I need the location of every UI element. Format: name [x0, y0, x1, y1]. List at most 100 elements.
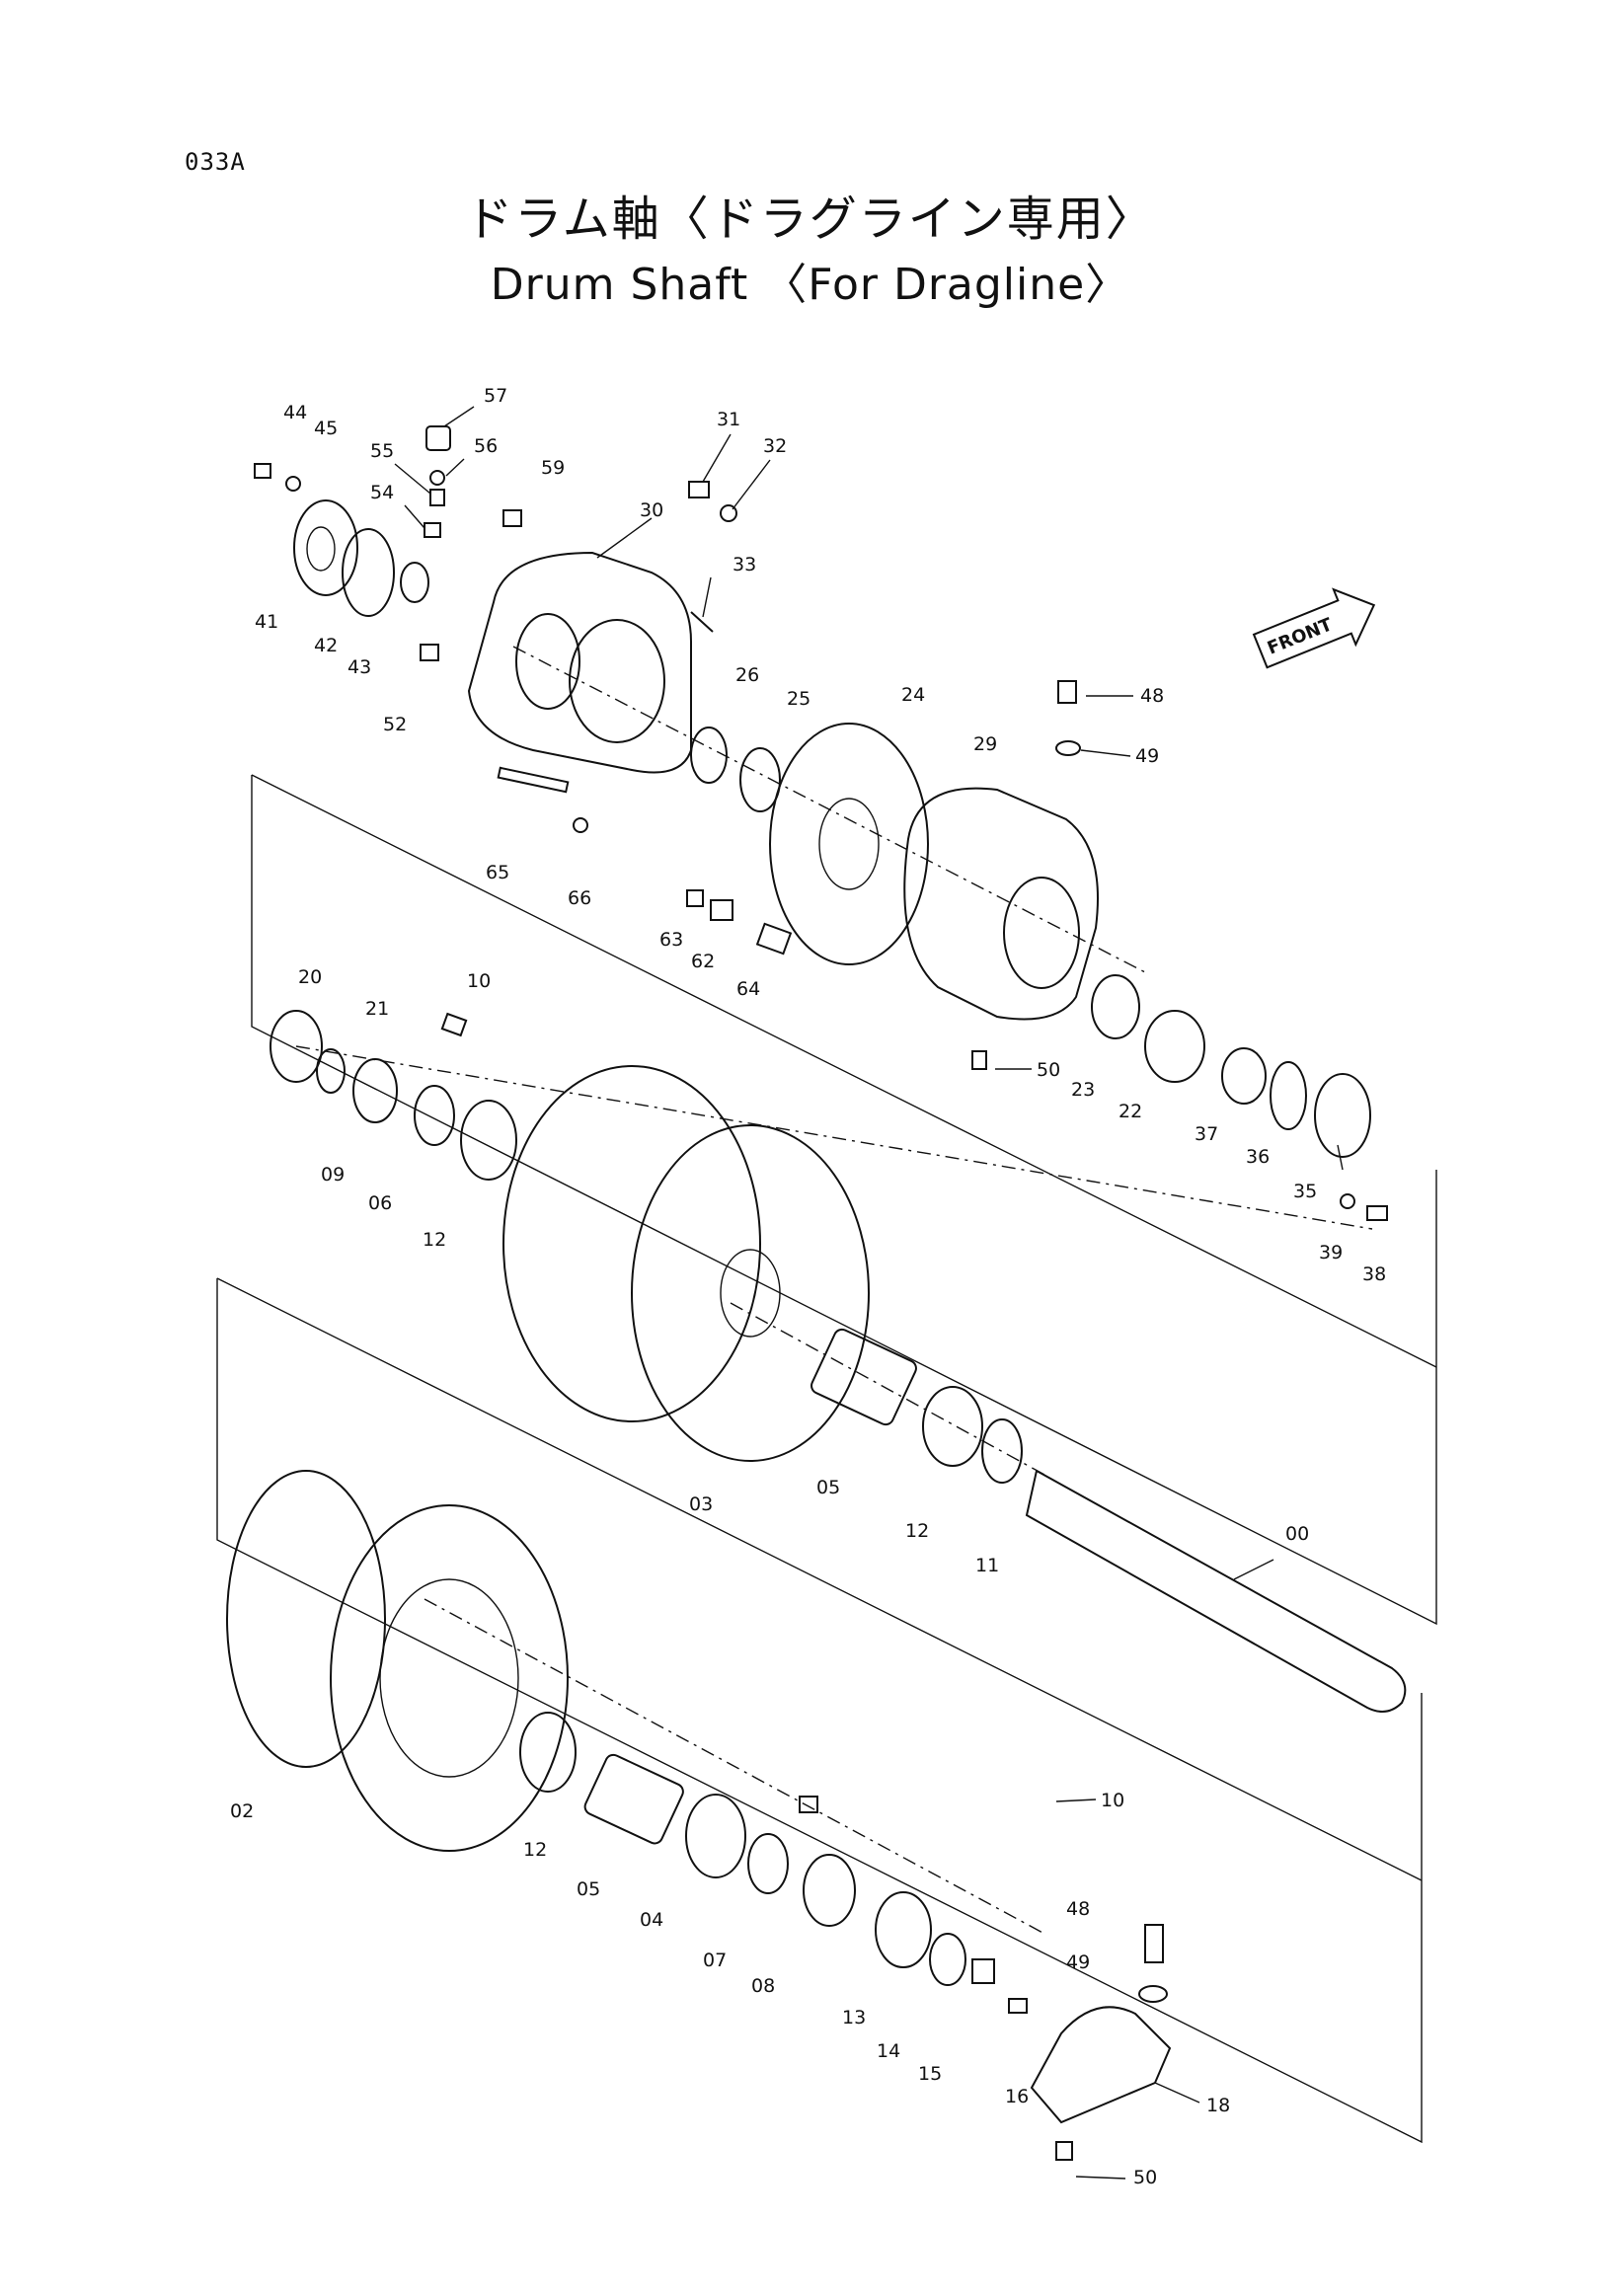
callout-20: 20 — [298, 966, 322, 988]
callout-41: 41 — [255, 611, 278, 633]
callout-54: 54 — [370, 482, 394, 503]
callout-49-lower: 49 — [1066, 1952, 1090, 1973]
callout-12-mid: 12 — [905, 1520, 929, 1542]
part-16-bolt — [1008, 1998, 1028, 2014]
title-japanese: ドラム軸〈ドラグライン専用〉 — [465, 191, 1155, 247]
callout-57: 57 — [484, 385, 507, 407]
part-05-sleeve-lower — [583, 1753, 684, 1845]
part-22-bearing — [1144, 1010, 1205, 1083]
cover-assembly — [254, 425, 1388, 1221]
callout-64: 64 — [736, 978, 760, 1000]
lower-drum-assembly — [226, 1470, 1172, 2161]
part-45-washer — [285, 476, 301, 492]
callout-13: 13 — [842, 2007, 866, 2028]
part-26-nut — [690, 727, 728, 784]
callout-10-upper: 10 — [467, 970, 491, 992]
ref-line-diagonal-2 — [216, 1277, 1423, 1881]
part-11-seal — [981, 1418, 1023, 1484]
part-39-washer — [1340, 1193, 1355, 1209]
front-direction-arrow: FRONT — [1252, 587, 1376, 669]
part-59-plug — [502, 509, 522, 527]
callout-43: 43 — [347, 656, 371, 678]
drum-assembly — [270, 1010, 1407, 1713]
axis-line-low — [424, 1598, 1047, 1936]
ref-line-upper-left — [251, 775, 1437, 1626]
part-48-bolt-upper — [1057, 680, 1077, 704]
callout-30: 30 — [640, 499, 663, 521]
callout-50-upper: 50 — [1037, 1059, 1060, 1081]
part-49-washer-upper — [1055, 740, 1081, 756]
callout-16: 16 — [1005, 2086, 1029, 2107]
callout-09: 09 — [321, 1164, 345, 1186]
title-english: Drum Shaft 〈For Dragline〉 — [490, 260, 1130, 310]
callout-59: 59 — [541, 457, 565, 479]
part-09-collar — [352, 1058, 398, 1123]
callout-45: 45 — [314, 418, 338, 439]
part-65-bolt — [497, 766, 570, 794]
callout-42: 42 — [314, 635, 338, 656]
callout-12-upper: 12 — [423, 1229, 446, 1251]
axis-line-shaft — [730, 1302, 1047, 1477]
part-52-plug — [420, 644, 439, 661]
part-04-bearing — [685, 1794, 746, 1878]
part-55-fitting — [429, 489, 445, 506]
part-49-washer-lower — [1138, 1985, 1168, 2003]
part-30-cover-housing — [467, 551, 692, 774]
part-37-seal — [1221, 1047, 1267, 1105]
callout-18: 18 — [1206, 2095, 1230, 2116]
part-50-nipple-upper — [971, 1050, 987, 1070]
part-21-snap-ring — [316, 1048, 346, 1094]
callout-25: 25 — [787, 688, 810, 710]
part-66-washer — [573, 817, 588, 833]
part-41-flange — [293, 499, 358, 596]
callout-63: 63 — [659, 929, 683, 951]
part-18-bracket — [1030, 2006, 1172, 2124]
part-38-bolt — [1366, 1205, 1388, 1221]
callout-12-lower: 12 — [523, 1839, 547, 1861]
callout-33: 33 — [733, 554, 756, 575]
part-10-grease-fitting-lower — [799, 1796, 818, 1813]
callout-49-upper: 49 — [1135, 745, 1159, 767]
part-36-snap-ring — [1270, 1061, 1307, 1130]
callout-50-lower: 50 — [1133, 2167, 1157, 2188]
callout-48-upper: 48 — [1140, 685, 1164, 707]
callout-08: 08 — [751, 1975, 775, 1997]
part-48-bolt-lower — [1144, 1924, 1164, 1963]
callout-05-upper: 05 — [816, 1477, 840, 1498]
callout-04: 04 — [640, 1909, 663, 1931]
part-24-gear-disc — [769, 723, 929, 965]
part-25-gear — [739, 747, 781, 812]
axis-line-mid — [295, 1045, 1373, 1230]
part-33-pin — [690, 611, 714, 633]
part-20-seal — [270, 1010, 323, 1083]
part-56-washer — [429, 470, 445, 486]
part-00-shaft — [1025, 1469, 1407, 1713]
callout-06: 06 — [368, 1192, 392, 1214]
part-32-washer — [720, 504, 737, 522]
part-08-collar — [803, 1854, 856, 1927]
callout-56: 56 — [474, 435, 498, 457]
callout-05-lower: 05 — [577, 1878, 600, 1900]
callout-66: 66 — [568, 887, 591, 909]
part-64-bushing — [755, 922, 793, 956]
leader-lines — [394, 406, 1344, 2180]
part-05-sleeve-upper — [810, 1328, 917, 1426]
part-02-drum-flange — [226, 1470, 386, 1768]
callout-15: 15 — [918, 2063, 942, 2085]
callout-00: 00 — [1285, 1523, 1309, 1545]
part-63-plate — [686, 889, 704, 907]
callout-52: 52 — [383, 714, 407, 735]
ref-line-diagonal — [251, 774, 1437, 1368]
callout-21: 21 — [365, 998, 389, 1020]
part-12-bearing-lower — [519, 1712, 577, 1793]
callout-37: 37 — [1195, 1123, 1218, 1145]
assembly-reference-lines — [216, 646, 1437, 2144]
part-42-gasket — [342, 528, 395, 617]
part-31-bolt — [688, 481, 710, 498]
page-code: 033A — [185, 148, 246, 176]
callout-44: 44 — [283, 402, 307, 423]
callout-39: 39 — [1319, 1242, 1343, 1263]
callout-10-lower: 10 — [1101, 1790, 1124, 1811]
callout-35: 35 — [1293, 1181, 1317, 1202]
